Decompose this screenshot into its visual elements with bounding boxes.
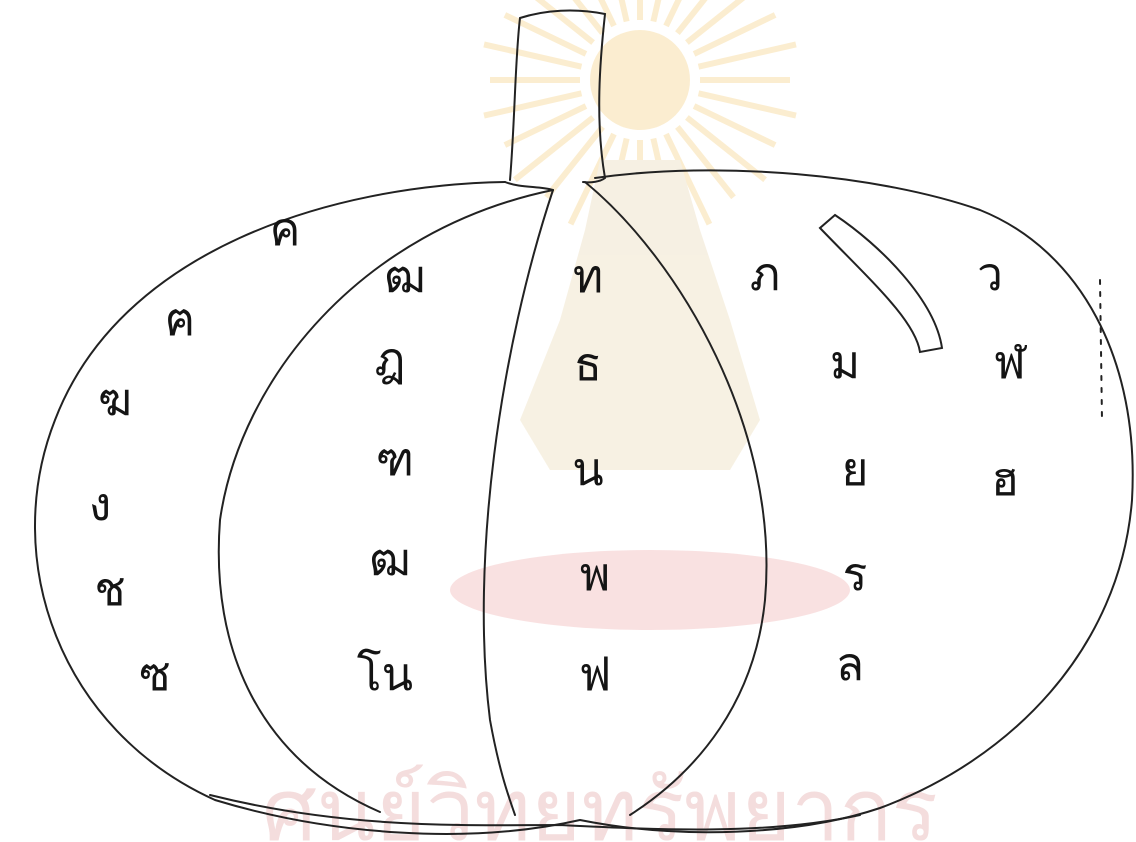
stem-left-base: [505, 182, 553, 190]
thai-letter-right-inner-3: ย: [842, 442, 869, 496]
thai-letter-right-outer-1: ว: [977, 247, 1003, 301]
thai-letter-right-inner-2: ม: [830, 335, 860, 389]
thai-letter-left-inner-1: ฒ: [384, 249, 426, 303]
thai-letter-right-inner-5: ล: [836, 637, 864, 691]
thai-letter-left-outer-5: ช: [94, 562, 125, 616]
thai-letter-center-4: พ: [580, 547, 610, 601]
segment-center-left: [484, 190, 553, 815]
emblem-base: [450, 550, 850, 630]
thai-letter-left-outer-3: ฆ: [98, 372, 132, 426]
thai-letter-right-outer-2: ฬ: [994, 335, 1027, 389]
thai-letter-left-outer-1: ค: [270, 202, 301, 256]
right-dotted-edge: [1100, 280, 1102, 420]
thai-letter-center-2: ธ: [574, 337, 602, 391]
emblem-stupa: [520, 160, 760, 470]
stem-highlight: [820, 215, 942, 352]
emblem-ray: [694, 15, 775, 54]
thai-letter-left-inner-5: โน: [357, 647, 413, 701]
thai-letter-center-5: ฟ: [579, 647, 612, 701]
emblem-ray: [546, 127, 602, 197]
emblem-ray: [515, 117, 593, 179]
thai-letter-center-3: น: [572, 442, 603, 496]
thai-letter-left-inner-4: ฒ: [369, 532, 411, 586]
thai-letter-right-inner-1: ภ: [750, 247, 780, 301]
thai-letter-left-inner-3: ฑ: [376, 432, 414, 486]
thai-letter-right-inner-4: ร: [843, 547, 868, 601]
thai-letter-left-outer-6: ซ: [139, 647, 170, 701]
thai-letter-left-inner-2: ฎ: [375, 332, 406, 386]
thai-letter-center-1: ท: [573, 249, 603, 303]
thai-letter-left-outer-4: ง: [89, 477, 111, 531]
emblem-ray: [694, 106, 775, 145]
thai-letter-right-outer-3: ฮ: [991, 452, 1019, 506]
thai-letter-left-outer-2: ฅ: [165, 292, 196, 346]
emblem-ray: [505, 106, 586, 145]
emblem-sun: [590, 30, 690, 130]
